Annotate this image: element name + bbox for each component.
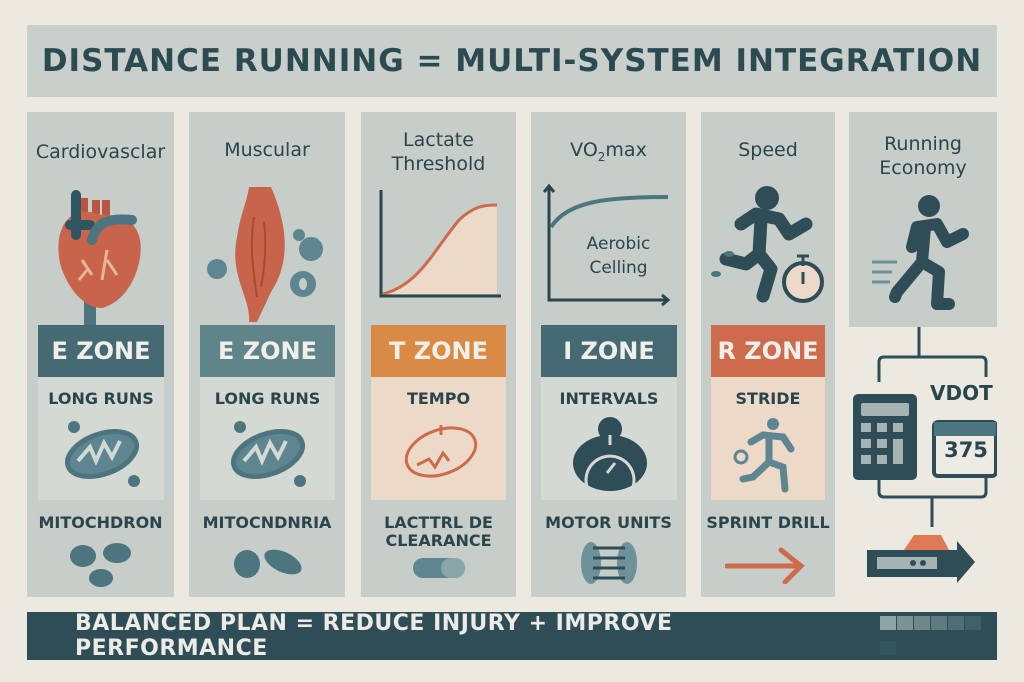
heart-icon (58, 190, 141, 325)
page-title: DISTANCE RUNNING = MULTI-SYSTEM INTEGRAT… (27, 25, 997, 97)
column-vo2max: VO2max Aerobic Celling I ZONE INTERVALS … (531, 112, 686, 597)
workout-label: LONG RUNS (214, 389, 321, 408)
workout-label: LONG RUNS (48, 389, 154, 408)
mitochondria-icon (64, 421, 140, 487)
vo2-curve-icon (543, 183, 671, 307)
column-title: VO2max (531, 138, 686, 169)
zone-body: INTERVALS (541, 377, 677, 500)
zone-header: T ZONE (371, 325, 506, 377)
sprinter-stopwatch-icon (711, 186, 824, 303)
column-title: Running Economy (879, 133, 967, 179)
vdot-value: 375 (944, 438, 988, 462)
column-lactate-threshold: Lactate Threshold T ZONE TEMPO LACTTRL D… (361, 112, 516, 597)
adaptation-label: MITOCNDNRIA (202, 513, 332, 532)
lactate-cell-icon (404, 425, 478, 478)
bottom-banner: BALANCED PLAN = REDUCE INJURY + IMPROVE … (27, 611, 997, 661)
zone-body: LONG RUNS (200, 377, 335, 500)
column-title: Cardiovasclar (35, 141, 166, 163)
title-main: VO (570, 139, 598, 161)
stopwatch-icon (573, 417, 647, 491)
workout-label: TEMPO (406, 389, 471, 408)
column-title: Lactate Threshold (391, 129, 486, 175)
running-economy-panel: Running Economy (849, 112, 997, 327)
workout-label: INTERVALS (559, 389, 659, 408)
workout-label: STRIDE (735, 389, 801, 408)
zone-header: R ZONE (711, 325, 825, 377)
runner-icon (872, 195, 969, 310)
mitochondria-icon (230, 421, 306, 487)
lactate-curve-icon (379, 190, 501, 298)
stride-runner-icon (733, 418, 795, 493)
arrow-right-icon (725, 547, 805, 584)
column-title: Speed (738, 139, 798, 161)
zone-body: LONG RUNS (38, 377, 164, 500)
column-speed: Speed R ZONE STRIDE SPRINT DRILL (701, 112, 835, 597)
zone-header: E ZONE (38, 325, 164, 377)
title-subscript: 2 (597, 149, 606, 164)
motor-units-icon (581, 542, 637, 584)
zone-header: I ZONE (541, 325, 677, 377)
adaptation-label: MITOCHDRON (38, 513, 163, 532)
chart-label: Aerobic Celling (586, 234, 651, 278)
column-title: Muscular (224, 139, 310, 161)
adaptation-label: LACTTRL DE CLEARANCE (384, 513, 493, 550)
title-rest: max (605, 139, 647, 161)
zone-body: STRIDE (711, 377, 825, 500)
vdot-flow-connector (853, 327, 997, 583)
progress-swatches (879, 611, 997, 661)
capsule-icon (413, 558, 465, 578)
vdot-label: VDOT (930, 381, 993, 405)
column-cardiovascular: Cardiovasclar E ZONE LONG RUNS MITOCHDRO… (27, 112, 174, 597)
adaptation-label: MOTOR UNITS (545, 513, 672, 532)
bottom-banner-text: BALANCED PLAN = REDUCE INJURY + IMPROVE … (75, 611, 673, 661)
column-muscular: Muscular E ZONE LONG RUNS MITOCNDNRIA (189, 112, 345, 597)
cells-icon (70, 543, 131, 587)
zone-header: E ZONE (200, 325, 335, 377)
cells-icon (234, 549, 302, 578)
zone-body: TEMPO (371, 377, 506, 500)
adaptation-label: SPRINT DRILL (706, 513, 830, 532)
muscle-icon (207, 187, 323, 322)
